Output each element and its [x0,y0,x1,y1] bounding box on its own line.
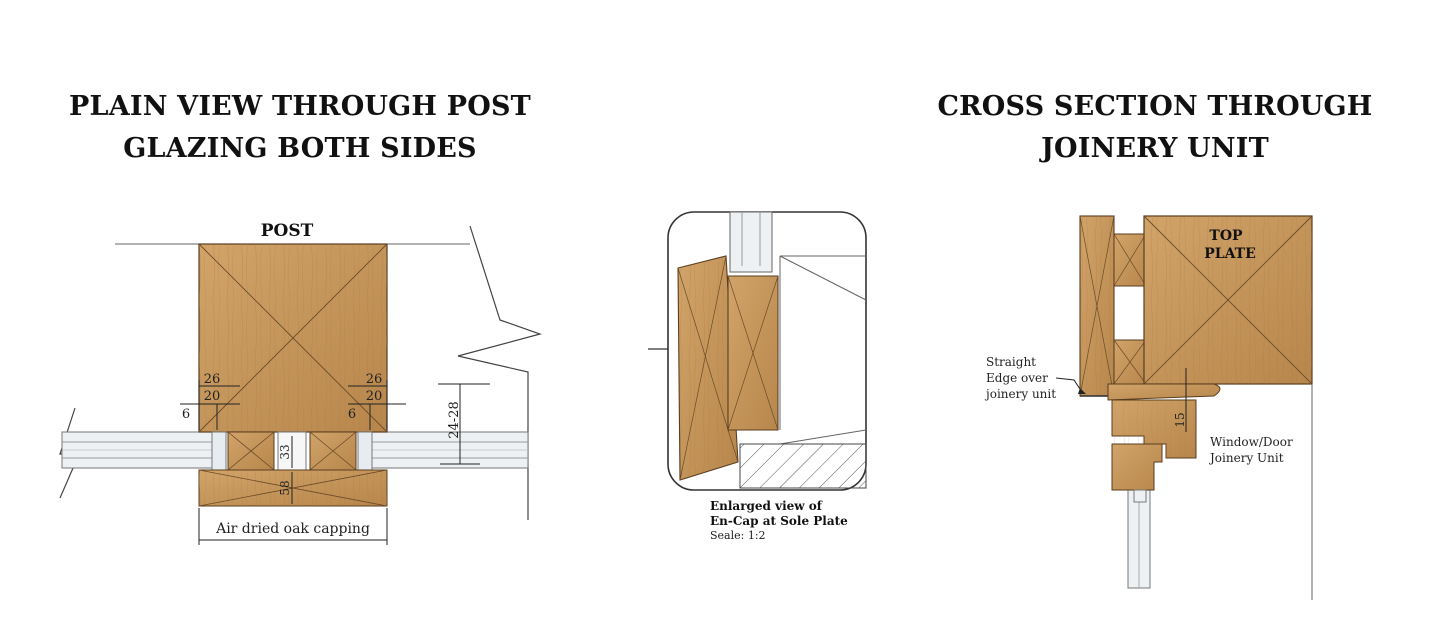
left-diagram: POST [59,221,543,545]
dim-24-28: 24-28 [447,401,462,438]
middle-diagram: Enlarged view of En-Cap at Sole Plate Se… [648,211,867,542]
left-title-line1: PLAIN VIEW THROUGH POST [69,91,531,122]
dim-26-right: 26 [366,372,383,387]
top-plate-line2: PLATE [1204,246,1256,262]
mid-caption-line2: En-Cap at Sole Plate [710,514,848,528]
top-plate-line1: TOP [1209,228,1243,244]
mid-scale: Seale: 1:2 [710,529,766,542]
dim-26-left: 26 [204,372,221,387]
dim-20-left: 20 [204,389,221,404]
window-line2: Joinery Unit [1208,451,1284,465]
dim-15: 15 [1173,412,1187,427]
right-title-line2: JOINERY UNIT [1041,133,1269,164]
glazing-right [359,431,529,469]
oak-capping [198,469,388,507]
dimensions-left [180,380,490,545]
glazing-left [61,431,223,469]
left-title: PLAIN VIEW THROUGH POST GLAZING BOTH SID… [40,86,560,170]
straight-edge-line1: Straight [986,355,1036,369]
straight-edge-line2: Edge over [986,371,1048,385]
glazing-beads [211,431,373,471]
right-title-line1: CROSS SECTION THROUGH [937,91,1373,122]
dim-20-right: 20 [366,389,383,404]
straight-edge-line3: joinery unit [984,387,1056,401]
window-line1: Window/Door [1210,435,1293,449]
left-title-line2: GLAZING BOTH SIDES [123,133,477,164]
dim-58: 58 [278,480,292,495]
right-title: CROSS SECTION THROUGH JOINERY UNIT [900,86,1410,170]
right-diagram: TOP PLATE 15 Straight Edge over joinery … [984,215,1313,600]
mid-caption-line1: Enlarged view of [710,499,823,513]
dim-6-left: 6 [182,407,190,422]
capping-label: Air dried oak capping [215,521,370,537]
dim-6-right: 6 [348,407,356,422]
post-block [198,243,388,433]
dim-33: 33 [278,444,292,459]
post-label: POST [261,221,314,241]
